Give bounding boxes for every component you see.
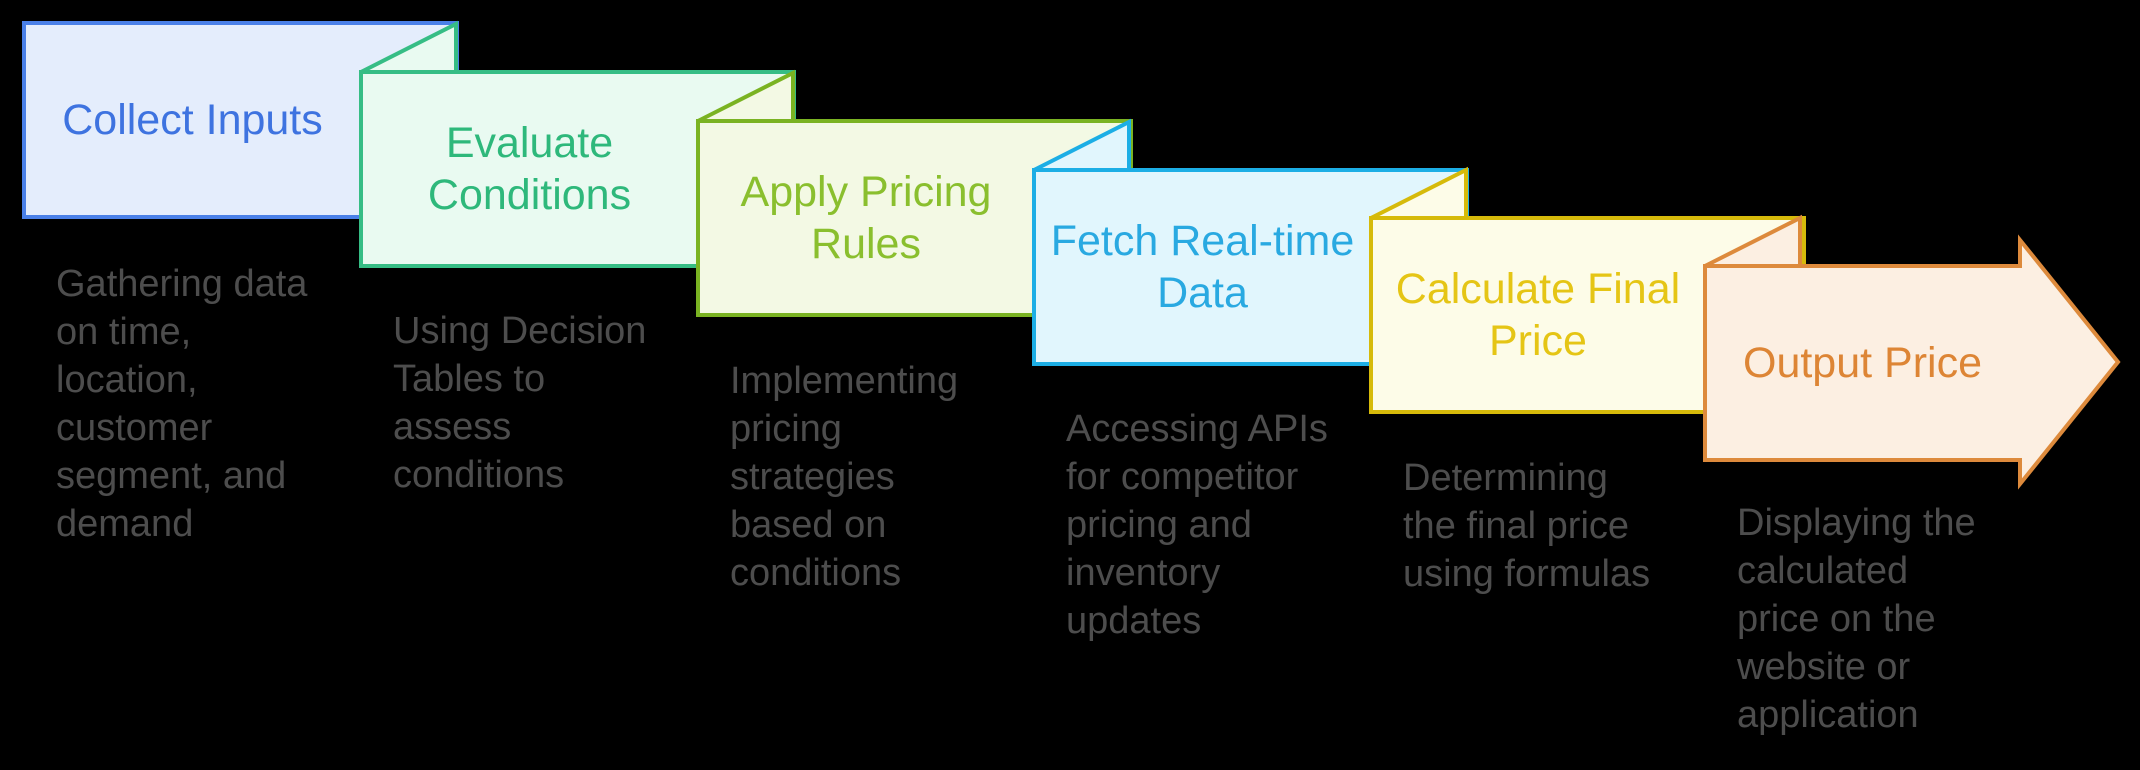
step-description-output-price: Displaying the calculated price on the w…: [1737, 502, 1976, 736]
step-description-fetch-real-time-data: Accessing APIs for competitor pricing an…: [1066, 408, 1328, 642]
step-description-collect-inputs: Gathering data on time, location, custom…: [56, 263, 308, 545]
step-description-evaluate-conditions: Using Decision Tables to assess conditio…: [393, 310, 647, 496]
step-description-calculate-final-price: Determining the final price using formul…: [1403, 457, 1651, 595]
arrow-shape: [1703, 234, 2121, 490]
step-shape-6: [1703, 214, 2121, 490]
step-description-apply-pricing-rules: Implementing pricing strategies based on…: [730, 360, 959, 594]
